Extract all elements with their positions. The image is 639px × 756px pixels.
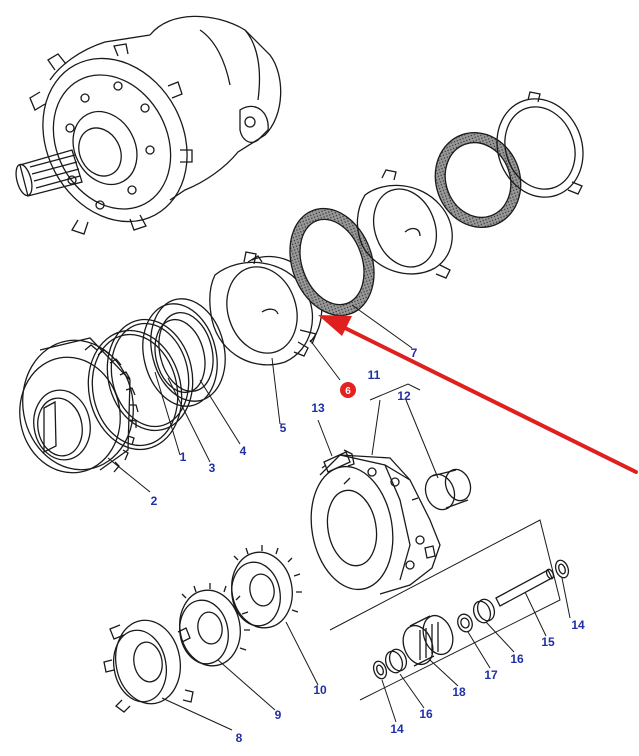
callout-10: 10 xyxy=(313,683,327,697)
callout-2: 2 xyxy=(151,494,158,508)
callout-1: 1 xyxy=(180,450,187,464)
callout-4: 4 xyxy=(240,444,247,458)
separator-plate xyxy=(356,169,453,279)
callout-9: 9 xyxy=(275,708,282,722)
callout-17: 17 xyxy=(484,668,498,682)
callout-14-bottom: 14 xyxy=(390,722,404,736)
svg-text:6: 6 xyxy=(345,386,351,397)
callout-5: 5 xyxy=(280,421,287,435)
part-12-bushing xyxy=(424,468,472,511)
callout-16-bottom: 16 xyxy=(419,707,433,721)
part-9-planet-gear xyxy=(179,583,250,667)
part-2-ring-gear xyxy=(19,337,139,474)
callout-18: 18 xyxy=(452,685,466,699)
callout-15: 15 xyxy=(541,635,555,649)
part-13-bolt xyxy=(321,449,355,473)
part-14-washer xyxy=(372,559,570,680)
planet-pin-assembly-box xyxy=(329,519,561,701)
part-4-piston xyxy=(142,298,226,407)
red-pointer-arrow xyxy=(318,315,638,474)
callout-7: 7 xyxy=(411,346,418,360)
callout-3: 3 xyxy=(209,461,216,475)
callout-8: 8 xyxy=(236,731,243,745)
part-18-gear xyxy=(402,614,454,667)
callout-16-right: 16 xyxy=(510,652,524,666)
friction-disc-2 xyxy=(434,132,522,228)
gearbox-housing xyxy=(15,15,282,235)
part-15-pin xyxy=(495,568,555,607)
callout-14-right: 14 xyxy=(571,618,585,632)
part-11-planet-carrier xyxy=(310,454,441,595)
part-7-friction-disc xyxy=(289,207,375,317)
leader-lines xyxy=(107,304,571,731)
highlight-badge-6: 6 xyxy=(340,382,356,398)
part-1-snap-ring xyxy=(87,329,183,451)
part-3-seal-ring xyxy=(106,318,194,432)
callout-11: 11 xyxy=(368,368,381,382)
end-plate xyxy=(496,91,584,198)
part-5-steel-plate xyxy=(209,251,314,366)
part-10-planet-gear xyxy=(231,545,302,629)
callout-12: 12 xyxy=(397,389,411,403)
callout-bracket-11 xyxy=(369,383,421,401)
part-8-sun-gear xyxy=(103,619,194,713)
callout-13: 13 xyxy=(311,401,325,415)
part-17-spacer xyxy=(457,613,473,633)
part-16-needle-bearing xyxy=(384,598,496,674)
